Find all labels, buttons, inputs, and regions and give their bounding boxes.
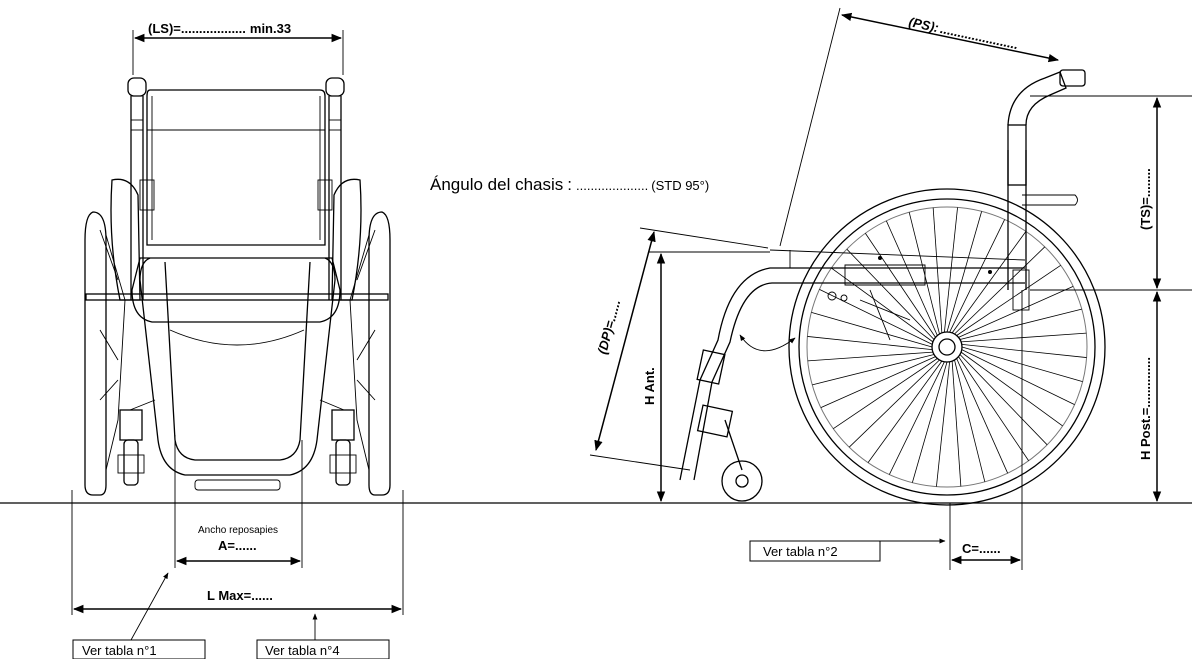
ls-fill: ..................	[181, 21, 246, 36]
ps-fill: ......................	[939, 21, 1020, 52]
wheel-spoke	[936, 361, 951, 487]
wheel-spoke	[888, 361, 945, 475]
wheel-spoke	[812, 354, 935, 386]
wheel-spoke	[807, 336, 933, 351]
dp-fill: ......	[603, 298, 623, 323]
tabla4-label: Ver tabla n°4	[265, 643, 340, 658]
wheel-spoke	[954, 359, 986, 482]
wheel-spoke	[911, 361, 948, 483]
wheel-spoke	[833, 358, 938, 429]
svg-text:(LS)=..................min.33: (LS)=.................. min.33	[148, 21, 291, 36]
c-label: C=......	[962, 541, 1001, 556]
wheel-spoke	[819, 288, 933, 345]
wheel-spoke	[958, 356, 1029, 461]
tabla1-label: Ver tabla n°1	[82, 643, 157, 658]
svg-text:(TS)=........: (TS)=........	[1138, 168, 1153, 230]
wheel-spoke	[961, 349, 1075, 406]
wheel-spoke	[961, 343, 1087, 358]
ls-dimension: (LS)=.................. min.33	[132, 21, 344, 75]
lmax-label: L Max	[207, 588, 244, 603]
wheel-spoke	[959, 308, 1082, 340]
wheel-spoke	[946, 211, 983, 333]
side-view-wheelchair	[679, 69, 1106, 506]
h-ant-label: H Ant.	[642, 367, 657, 405]
ls-min: min.33	[250, 21, 291, 36]
svg-text:(PS):......................: (PS):......................	[907, 14, 1019, 52]
a-dimension: Ancho reposapies A=......	[174, 435, 303, 568]
wheel-spoke	[956, 358, 1009, 474]
wheel-spoke	[951, 231, 1027, 334]
wheel-spoke	[958, 285, 1074, 338]
ancho-label: Ancho reposapies	[198, 525, 278, 536]
ver-tabla-4-callout: Ver tabla n°4	[256, 613, 390, 659]
ts-dimension: (TS)=........	[1030, 95, 1192, 291]
wheel-spoke	[959, 354, 1048, 446]
angulo-fill: ....................	[576, 178, 648, 193]
front-caster-right	[329, 409, 357, 486]
wheel-spoke	[846, 248, 935, 340]
ts-fill: ........	[1138, 168, 1153, 197]
angulo-colon: :	[567, 175, 572, 194]
wheel-spoke	[961, 332, 1087, 343]
wheel-spoke	[951, 361, 962, 487]
wheel-spoke	[932, 207, 943, 333]
ver-tabla-1-callout: Ver tabla n°1	[72, 572, 206, 659]
wheel-spoke	[954, 246, 1046, 335]
dp-dimension: (DP)=......	[589, 227, 769, 471]
ls-label: (LS)=	[148, 21, 181, 36]
h-post-dimension: H Post.=..............	[1138, 290, 1162, 503]
ver-tabla-2-callout: Ver tabla n°2	[749, 538, 946, 562]
wheel-spoke	[807, 351, 933, 362]
angulo-std: (STD 95°)	[651, 178, 709, 193]
wheel-spoke	[943, 207, 958, 333]
wheel-spoke	[820, 356, 936, 409]
lmax-fill: =......	[244, 588, 273, 603]
wheel-spoke	[885, 220, 938, 336]
wheel-spoke	[867, 360, 943, 463]
wheel-spoke	[848, 359, 940, 448]
front-caster-left	[117, 409, 145, 486]
ps-label: (PS):	[907, 14, 940, 35]
dp-label: (DP)=	[594, 318, 617, 355]
svg-text:L Max=......: L Max=......	[207, 588, 273, 603]
wheel-spoke	[949, 219, 1006, 333]
a-label: A=......	[218, 538, 257, 553]
front-view-wheelchair	[84, 77, 391, 496]
wheel-spoke	[956, 265, 1061, 336]
ts-label: (TS)=	[1138, 197, 1153, 230]
wheel-spokes	[807, 207, 1087, 487]
c-dimension: C=......	[949, 290, 1023, 570]
h-post-label: H Post.=	[1138, 407, 1153, 460]
svg-text:H Post.=..............: H Post.=..............	[1138, 357, 1153, 460]
wheel-spoke	[831, 267, 934, 343]
svg-text:(DP)=......: (DP)=......	[594, 298, 623, 356]
wheel-spoke	[908, 212, 940, 335]
lmax-dimension: L Max=......	[71, 490, 404, 615]
h-post-fill: ..............	[1138, 357, 1153, 408]
tabla2-label: Ver tabla n°2	[763, 544, 838, 559]
wheel-spoke	[811, 311, 933, 348]
svg-text:Ángulo del chasis:............: Ángulo del chasis:....................(S…	[430, 175, 709, 194]
wheel-spoke	[960, 351, 1063, 427]
angulo-label: Ángulo del chasis	[430, 175, 563, 194]
